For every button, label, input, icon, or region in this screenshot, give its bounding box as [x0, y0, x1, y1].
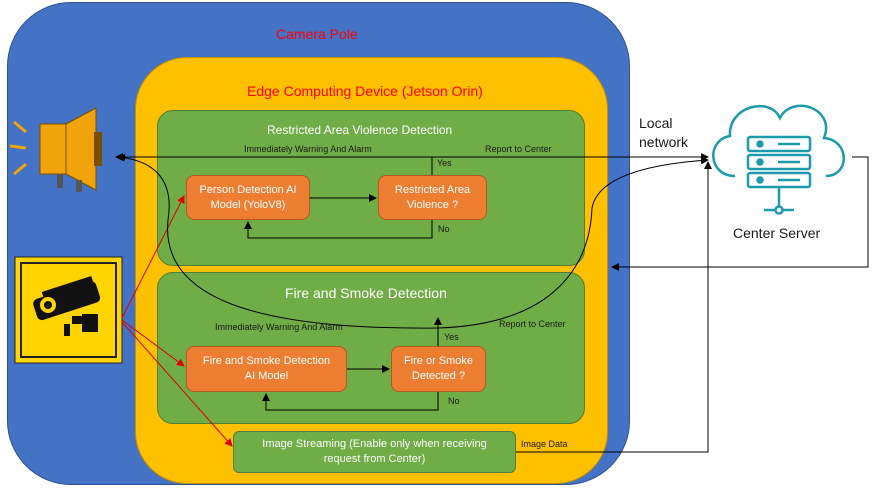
- fire-warning-label: Immediately Warning And Alarm: [215, 322, 343, 332]
- restricted-decision-line1: Restricted Area: [394, 183, 471, 196]
- fire-decision-line2: Detected ?: [411, 370, 466, 382]
- violence-panel-title: Restricted Area Violence Detection: [267, 123, 453, 137]
- person-detection-model-box: Person Detection AI Model (YoloV8): [186, 175, 310, 220]
- violence-warning-label: Immediately Warning And Alarm: [244, 144, 372, 154]
- fire-report-label: Report to Center: [499, 319, 566, 329]
- fire-yes-label: Yes: [444, 332, 459, 342]
- fire-no-label: No: [448, 396, 460, 406]
- camera-pole-label: Camera Pole: [276, 26, 358, 42]
- restricted-decision-line2: Violence ?: [406, 198, 459, 211]
- image-streaming-box: Image Streaming (Enable only when receiv…: [233, 431, 516, 473]
- fire-panel-title: Fire and Smoke Detection: [285, 285, 447, 301]
- fire-model-line1: Fire and Smoke Detection: [202, 355, 331, 367]
- fire-smoke-detection-panel: [157, 272, 585, 424]
- fire-model-line2: AI Model: [244, 370, 289, 382]
- streaming-line2: request from Center): [323, 453, 426, 465]
- fire-decision-line1: Fire or Smoke: [403, 355, 474, 367]
- megaphone-icon: [9, 107, 102, 192]
- person-model-line2: Model (YoloV8): [210, 198, 286, 211]
- camera-feed-arrows: [121, 195, 233, 447]
- cctv-camera-icon: [14, 256, 123, 364]
- cloud-server-icon: [712, 104, 845, 215]
- violence-report-label: Report to Center: [485, 144, 552, 154]
- network-line1: Local: [639, 115, 673, 131]
- image-data-label: Image Data: [521, 439, 568, 449]
- center-server-label: Center Server: [733, 225, 821, 241]
- local-network-label: Local network: [639, 114, 688, 152]
- violence-yes-label: Yes: [437, 158, 452, 168]
- person-model-line1: Person Detection AI: [199, 183, 297, 196]
- violence-no-label: No: [438, 224, 450, 234]
- network-line2: network: [639, 134, 689, 150]
- fire-smoke-model-box: Fire and Smoke Detection AI Model: [186, 346, 347, 392]
- streaming-line1: Image Streaming (Enable only when receiv…: [262, 438, 487, 450]
- flow-arrows: [115, 153, 869, 453]
- edge-device-label: Edge Computing Device (Jetson Orin): [247, 83, 483, 99]
